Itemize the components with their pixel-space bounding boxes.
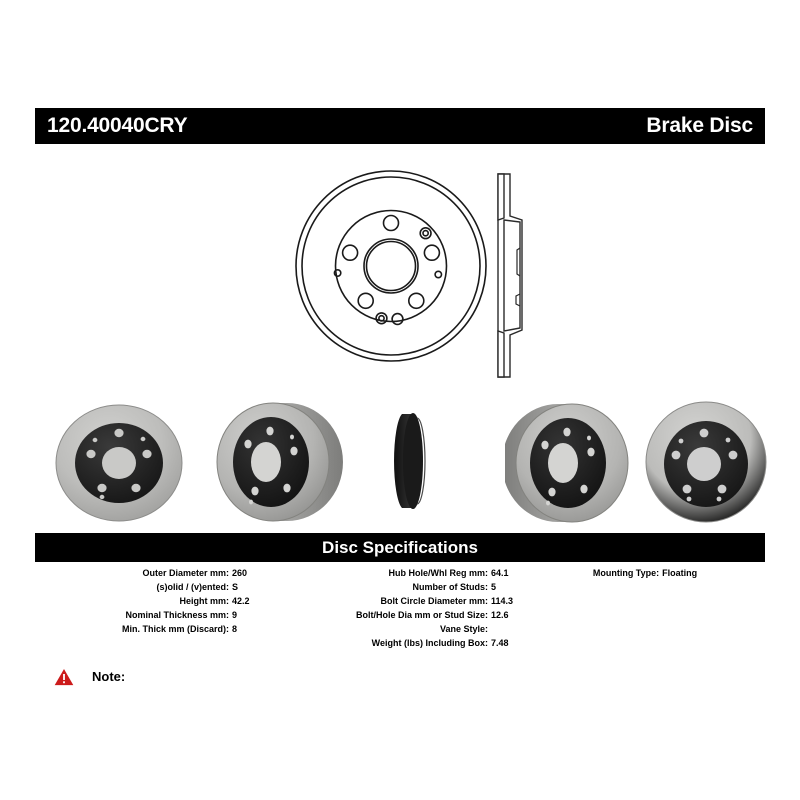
- spec-row: Outer Diameter mm: 260: [35, 566, 260, 580]
- spec-label: Hub Hole/Whl Reg mm:: [388, 568, 489, 578]
- spec-value: 8: [232, 624, 238, 634]
- header-bar: 120.40040CRY Brake Disc: [35, 108, 765, 144]
- brake-disc-photo-angled-edge-left: [216, 402, 343, 522]
- spec-value: [488, 622, 525, 636]
- brake-disc-photo-edge-on: [394, 413, 426, 509]
- spec-value: 260: [232, 568, 248, 578]
- disc-specifications-banner: Disc Specifications: [35, 533, 765, 562]
- spec-value: 7.48: [491, 638, 509, 648]
- note-row: Note:: [52, 666, 141, 687]
- brake-disc-photo-angled-edge-right: [505, 403, 629, 523]
- spec-row: Nominal Thickness mm: 9: [35, 608, 260, 622]
- part-number: 120.40040CRY: [47, 114, 188, 137]
- spec-value: 12.6: [491, 610, 509, 620]
- spec-value: 64.1: [491, 568, 509, 578]
- spec-label: Vane Style:: [439, 624, 488, 634]
- spec-row: Min. Thick mm (Discard): 8: [35, 622, 260, 636]
- spec-row: Mounting Type: Floating: [525, 566, 765, 580]
- spec-value: 114.3: [491, 596, 514, 606]
- brake-disc-face-line-drawing: [295, 170, 487, 362]
- note-label: Note:: [92, 669, 126, 684]
- disc-specifications-title: Disc Specifications: [322, 537, 478, 557]
- spec-row: Bolt Circle Diameter mm: 114.3: [260, 594, 525, 608]
- spec-value: 9: [232, 610, 238, 620]
- spec-label: Mounting Type:: [592, 568, 660, 578]
- spec-row: (s)olid / (v)ented: S: [35, 580, 260, 594]
- spec-row: Bolt/Hole Dia mm or Stud Size: 12.6: [260, 608, 525, 622]
- spec-label: Outer Diameter mm:: [142, 568, 229, 578]
- spec-label: Height mm:: [179, 596, 230, 606]
- spec-row: Vane Style:: [260, 622, 525, 636]
- spec-value: S: [232, 582, 239, 592]
- spec-column-middle: Hub Hole/Whl Reg mm: 64.1 Number of Stud…: [260, 566, 525, 650]
- disc-specifications-table: Outer Diameter mm: 260 (s)olid / (v)ente…: [35, 566, 765, 650]
- spec-value: Floating: [662, 568, 698, 578]
- spec-label: Weight (lbs) Including Box:: [371, 638, 488, 648]
- spec-label: Nominal Thickness mm:: [125, 610, 229, 620]
- brake-disc-cross-section-line-drawing: [497, 173, 523, 378]
- spec-label: Bolt/Hole Dia mm or Stud Size:: [355, 610, 488, 620]
- spec-column-right: Mounting Type: Floating: [525, 566, 765, 650]
- brake-disc-photo-angled-face-left: [55, 404, 183, 522]
- spec-row: Height mm: 42.2: [35, 594, 260, 608]
- spec-value: 5: [491, 582, 497, 592]
- warning-triangle-icon: [53, 667, 75, 686]
- spec-label: Bolt Circle Diameter mm:: [380, 596, 488, 606]
- spec-row: Number of Studs: 5: [260, 580, 525, 594]
- product-type-label: Brake Disc: [646, 114, 753, 137]
- spec-label: Number of Studs:: [412, 582, 489, 592]
- spec-column-left: Outer Diameter mm: 260 (s)olid / (v)ente…: [35, 566, 260, 650]
- spec-value: 42.2: [232, 596, 250, 606]
- brake-disc-photo-flat-face-right: [645, 401, 767, 523]
- spec-label: Min. Thick mm (Discard):: [121, 624, 229, 634]
- spec-row: Weight (lbs) Including Box: 7.48: [260, 636, 525, 650]
- spec-row: Hub Hole/Whl Reg mm: 64.1: [260, 566, 525, 580]
- spec-label: (s)olid / (v)ented:: [156, 582, 230, 592]
